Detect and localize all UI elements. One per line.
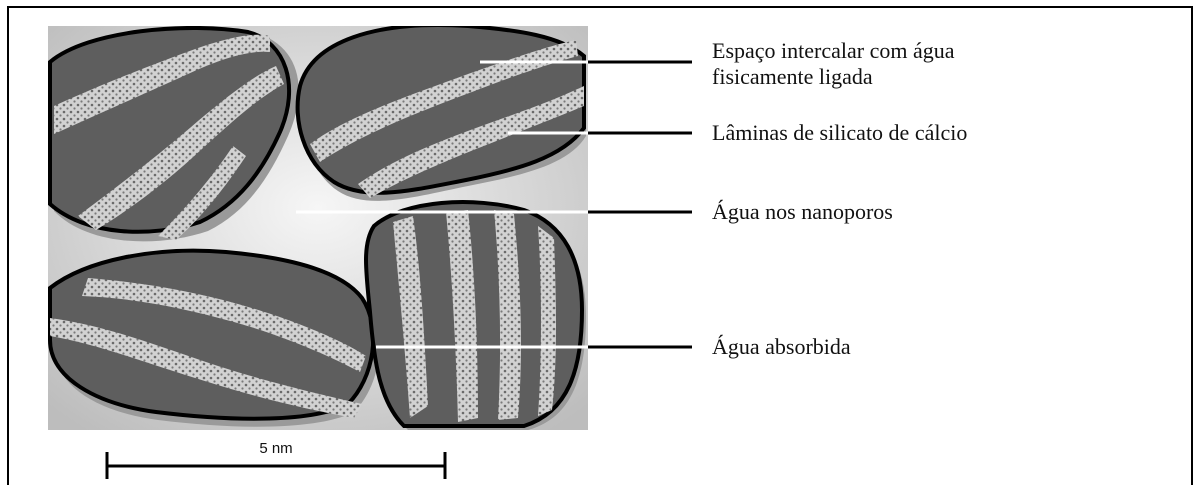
label-laminas: Lâminas de silicato de cálcio (712, 120, 967, 146)
label-nanoporos: Água nos nanoporos (712, 199, 893, 225)
label-intercalar-line1: Espaço intercalar com água (712, 38, 954, 64)
label-intercalar-line2: fisicamente ligada (712, 64, 873, 90)
scale-label: 5 nm (246, 440, 306, 457)
label-absorbida: Água absorbida (712, 334, 851, 360)
